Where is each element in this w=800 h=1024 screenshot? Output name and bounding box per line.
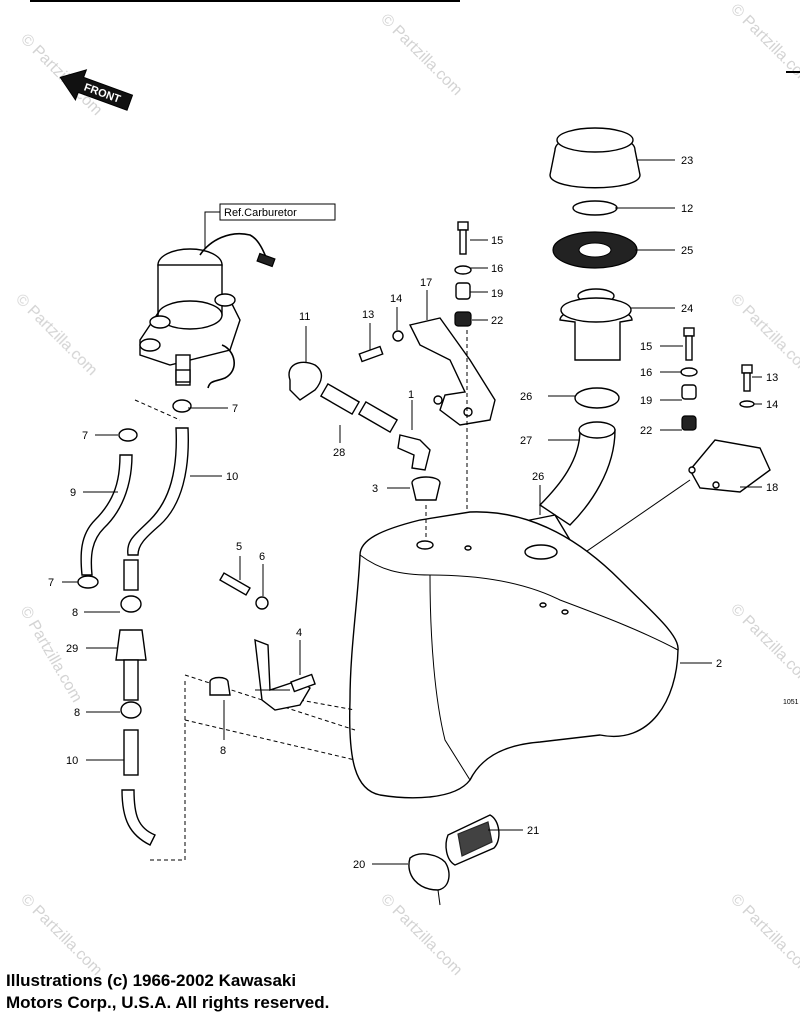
watermarks: © Partzilla.com © Partzilla.com © Partzi…: [12, 1, 800, 979]
callout-1: 1: [408, 389, 414, 401]
callouts: 23 12 25 24 15 16 19 22 15 16 19 22 13 1…: [48, 155, 799, 871]
callout-4: 4: [296, 627, 302, 639]
elbow-fitting-1: [397, 434, 431, 471]
callout-14: 14: [766, 399, 778, 411]
callout-10: 10: [226, 471, 238, 483]
callout-6: 6: [259, 551, 265, 563]
callout-10: 10: [66, 755, 78, 767]
callout-16: 16: [640, 367, 652, 379]
callout-8: 8: [72, 607, 78, 619]
callout-24: 24: [681, 303, 693, 315]
callout-19: 19: [491, 288, 503, 300]
diagram-code: 1051: [783, 699, 799, 706]
callout-13: 13: [362, 309, 374, 321]
callout-27: 27: [520, 435, 532, 447]
watermark: © Partzilla.com: [377, 11, 465, 99]
copyright-line-1: Illustrations (c) 1966-2002 Kawasaki: [6, 971, 297, 990]
fuel-cock-assembly: [209, 572, 316, 711]
watermark: © Partzilla.com: [727, 1, 800, 89]
callout-26: 26: [532, 471, 544, 483]
watermark: © Partzilla.com: [727, 601, 800, 689]
callout-17: 17: [420, 277, 432, 289]
callout-9: 9: [70, 487, 76, 499]
copyright-notice: Illustrations (c) 1966-2002 Kawasaki Mot…: [6, 970, 426, 1014]
watermark: © Partzilla.com: [377, 891, 465, 979]
callout-28: 28: [333, 447, 345, 459]
ref-carburetor: Ref.Carburetor: [204, 203, 336, 248]
callout-22: 22: [640, 425, 652, 437]
strainer-and-clamp: [408, 814, 500, 906]
callout-26: 26: [520, 391, 532, 403]
callout-13: 13: [766, 372, 778, 384]
callout-3: 3: [372, 483, 378, 495]
watermark: © Partzilla.com: [17, 891, 105, 979]
watermark: © Partzilla.com: [727, 891, 800, 979]
callout-16: 16: [491, 263, 503, 275]
callout-15: 15: [640, 341, 652, 353]
bolt-13-washer-14: [358, 330, 404, 363]
callout-23: 23: [681, 155, 693, 167]
callout-19: 19: [640, 395, 652, 407]
callout-29: 29: [66, 643, 78, 655]
bolt-stack-center: [454, 221, 472, 540]
callout-25: 25: [681, 245, 693, 257]
callout-2: 2: [716, 658, 722, 670]
filler-cap-assembly: [528, 127, 641, 549]
ref-carburetor-label: Ref.Carburetor: [224, 207, 297, 219]
leader-lines: [62, 159, 762, 865]
fuel-pump: [134, 233, 276, 421]
callout-12: 12: [681, 203, 693, 215]
callout-20: 20: [353, 859, 365, 871]
watermark: © Partzilla.com: [17, 31, 105, 119]
callout-7: 7: [48, 577, 54, 589]
callout-8: 8: [74, 707, 80, 719]
callout-5: 5: [236, 541, 242, 553]
grommet-3: [411, 476, 441, 540]
callout-8: 8: [220, 745, 226, 757]
callout-14: 14: [390, 293, 402, 305]
callout-15: 15: [491, 235, 503, 247]
callout-21: 21: [527, 825, 539, 837]
watermark: © Partzilla.com: [727, 291, 800, 379]
watermark: © Partzilla.com: [12, 291, 100, 379]
callout-11: 11: [299, 311, 310, 323]
callout-18: 18: [766, 482, 778, 494]
copyright-line-2: Motors Corp., U.S.A. All rights reserved…: [6, 993, 330, 1012]
clamp-hose-28: [288, 361, 399, 434]
callout-22: 22: [491, 315, 503, 327]
callout-7: 7: [232, 403, 238, 415]
fuel-tank: [184, 511, 679, 799]
callout-7: 7: [82, 430, 88, 442]
left-hoses: [77, 399, 192, 861]
bracket-17: [408, 317, 496, 426]
